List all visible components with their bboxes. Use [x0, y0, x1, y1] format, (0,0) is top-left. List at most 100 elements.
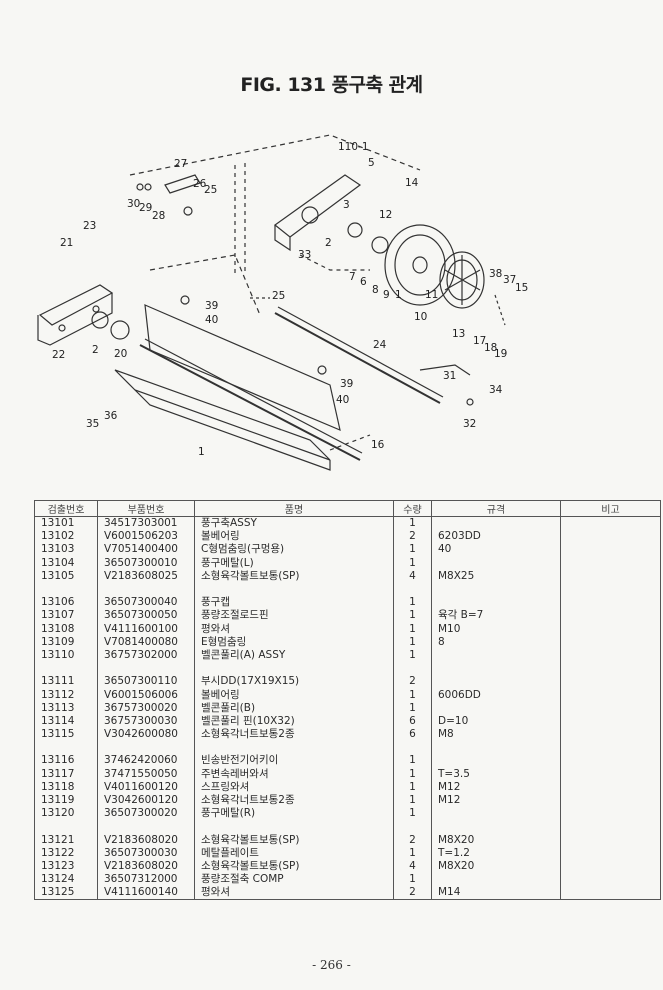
cell-part: V7051400400 — [97, 543, 195, 557]
cell-name: 벨콘풀리(A) ASSY — [194, 648, 394, 663]
cell-part — [97, 662, 195, 676]
callout-label: 2 — [92, 344, 99, 356]
diagram-lines — [37, 134, 506, 471]
cell-no — [34, 662, 98, 676]
cell-spec — [431, 675, 561, 689]
callout-label: 38 — [489, 268, 502, 280]
col-header: 검출번호 — [34, 500, 98, 517]
callout-label: 37 — [503, 274, 516, 286]
table-spacer-row — [34, 741, 661, 755]
cell-qty: 1 — [393, 648, 432, 663]
cell-spec: 육각 B=7 — [431, 609, 561, 623]
cell-qty: 1 — [393, 622, 432, 636]
callout-label: 31 — [443, 370, 456, 382]
cell-spec: M14 — [431, 886, 561, 901]
cell-no: 13125 — [34, 886, 98, 901]
cell-spec — [431, 662, 561, 676]
cell-qty — [393, 662, 432, 676]
cell-note — [560, 767, 661, 781]
cell-note — [560, 609, 661, 623]
callout-label: 25 — [204, 184, 217, 196]
cell-spec: M8X20 — [431, 859, 561, 874]
cell-no: 13116 — [34, 754, 98, 768]
cell-qty: 6 — [393, 714, 432, 728]
callout-label: 39 — [340, 378, 353, 390]
cell-qty: 6 — [393, 728, 432, 742]
col-header: 부품번호 — [97, 500, 195, 517]
cell-part: 36507300040 — [97, 596, 195, 610]
callout-label: 19 — [494, 348, 507, 360]
callout-label: 40 — [205, 314, 218, 326]
diagram-drawing: 110-1 27 5 14 26 25 30 29 28 3 12 23 21 … — [37, 134, 528, 471]
callout-label: 22 — [52, 349, 65, 361]
col-header: 수량 — [393, 500, 432, 517]
cell-no: 13107 — [34, 609, 98, 623]
cell-no: 13115 — [34, 728, 98, 742]
cell-name: 풍구메탈(R) — [194, 807, 394, 821]
cell-no: 13122 — [34, 846, 98, 860]
callout-label: 23 — [83, 220, 96, 232]
cell-note — [560, 886, 661, 901]
cell-qty: 4 — [393, 859, 432, 874]
exploded-parts-diagram: 110-1 27 5 14 26 25 30 29 28 3 12 23 21 … — [0, 115, 663, 490]
cell-no — [34, 820, 98, 834]
cell-note — [560, 543, 661, 557]
callout-label: 28 — [152, 210, 165, 222]
cell-part: V2183608020 — [97, 833, 195, 847]
cell-name — [194, 582, 394, 597]
cell-note — [560, 622, 661, 636]
cell-note — [560, 754, 661, 768]
cell-no: 13119 — [34, 793, 98, 808]
cell-name: 풍량조절축 COMP — [194, 873, 394, 887]
cell-part: 37462420060 — [97, 754, 195, 768]
cell-name: 풍구메탈(L) — [194, 556, 394, 570]
cell-name: 소형육각너트보통2종 — [194, 793, 394, 808]
cell-part: V3042600120 — [97, 793, 195, 808]
cell-qty: 2 — [393, 530, 432, 544]
cell-spec: M12 — [431, 780, 561, 794]
callout-label: 13 — [452, 328, 465, 340]
callout-label: 24 — [373, 339, 387, 351]
cell-name: 소형육각너트보통2종 — [194, 728, 394, 742]
cell-spec — [431, 873, 561, 887]
callout-label: 36 — [104, 410, 118, 422]
diagram-callouts: 110-1 27 5 14 26 25 30 29 28 3 12 23 21 … — [52, 141, 528, 458]
cell-qty: 1 — [393, 596, 432, 610]
cell-name: C형멈춤링(구멍용) — [194, 543, 394, 557]
callout-label: 35 — [86, 418, 99, 430]
cell-part: V6001506203 — [97, 530, 195, 544]
cell-name: 소형육각볼트보통(SP) — [194, 859, 394, 874]
cell-spec: M10 — [431, 622, 561, 636]
cell-no: 13118 — [34, 780, 98, 794]
cell-qty: 1 — [393, 807, 432, 821]
cell-qty — [393, 582, 432, 597]
callout-label: 110-1 — [338, 141, 369, 153]
callout-label: 1 — [395, 289, 402, 301]
cell-note — [560, 820, 661, 834]
cell-part: 36507300030 — [97, 846, 195, 860]
callout-label: 9 — [383, 289, 390, 301]
cell-part — [97, 741, 195, 755]
cell-qty: 1 — [393, 609, 432, 623]
callout-label: 26 — [193, 178, 207, 190]
cell-part — [97, 582, 195, 597]
cell-spec — [431, 701, 561, 715]
cell-spec — [431, 807, 561, 821]
